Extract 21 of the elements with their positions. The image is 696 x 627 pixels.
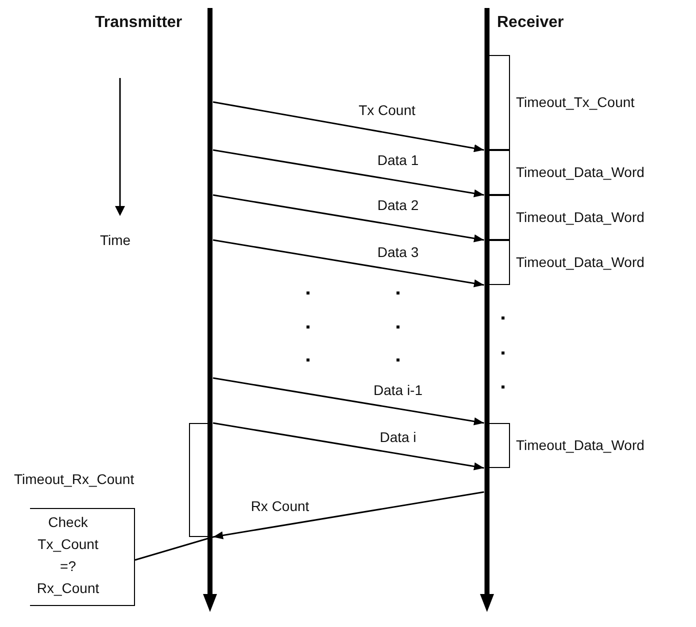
- timeout-label: Timeout_Rx_Count: [14, 471, 134, 487]
- edge-label: Tx Count: [356, 102, 418, 118]
- timeout-label: Timeout_Data_Word: [516, 436, 644, 452]
- timeout-label: Timeout_Data_Word: [516, 254, 644, 270]
- message-arrow: [212, 422, 484, 470]
- timeout-label: Timeout_Tx_Count: [516, 94, 635, 110]
- edge-label: Data i: [378, 429, 418, 445]
- lifeline-heading: Transmitter: [95, 14, 182, 32]
- timeout-label: Timeout_Data_Word: [516, 208, 644, 224]
- message-arrow: [212, 194, 484, 242]
- message-arrow: [212, 239, 484, 288]
- lifeline-heading: Receiver: [497, 14, 564, 32]
- message-arrow: [212, 149, 484, 198]
- leader-line: [134, 536, 214, 561]
- message-arrow: [212, 491, 484, 540]
- message-arrow: [212, 101, 484, 152]
- bracket-note: [30, 508, 135, 606]
- note-text: Check Tx_Count =? Rx_Count: [36, 513, 100, 598]
- axis-label: Time: [100, 232, 131, 248]
- message-arrow: [212, 377, 484, 426]
- timeout-label: Timeout_Data_Word: [516, 164, 644, 180]
